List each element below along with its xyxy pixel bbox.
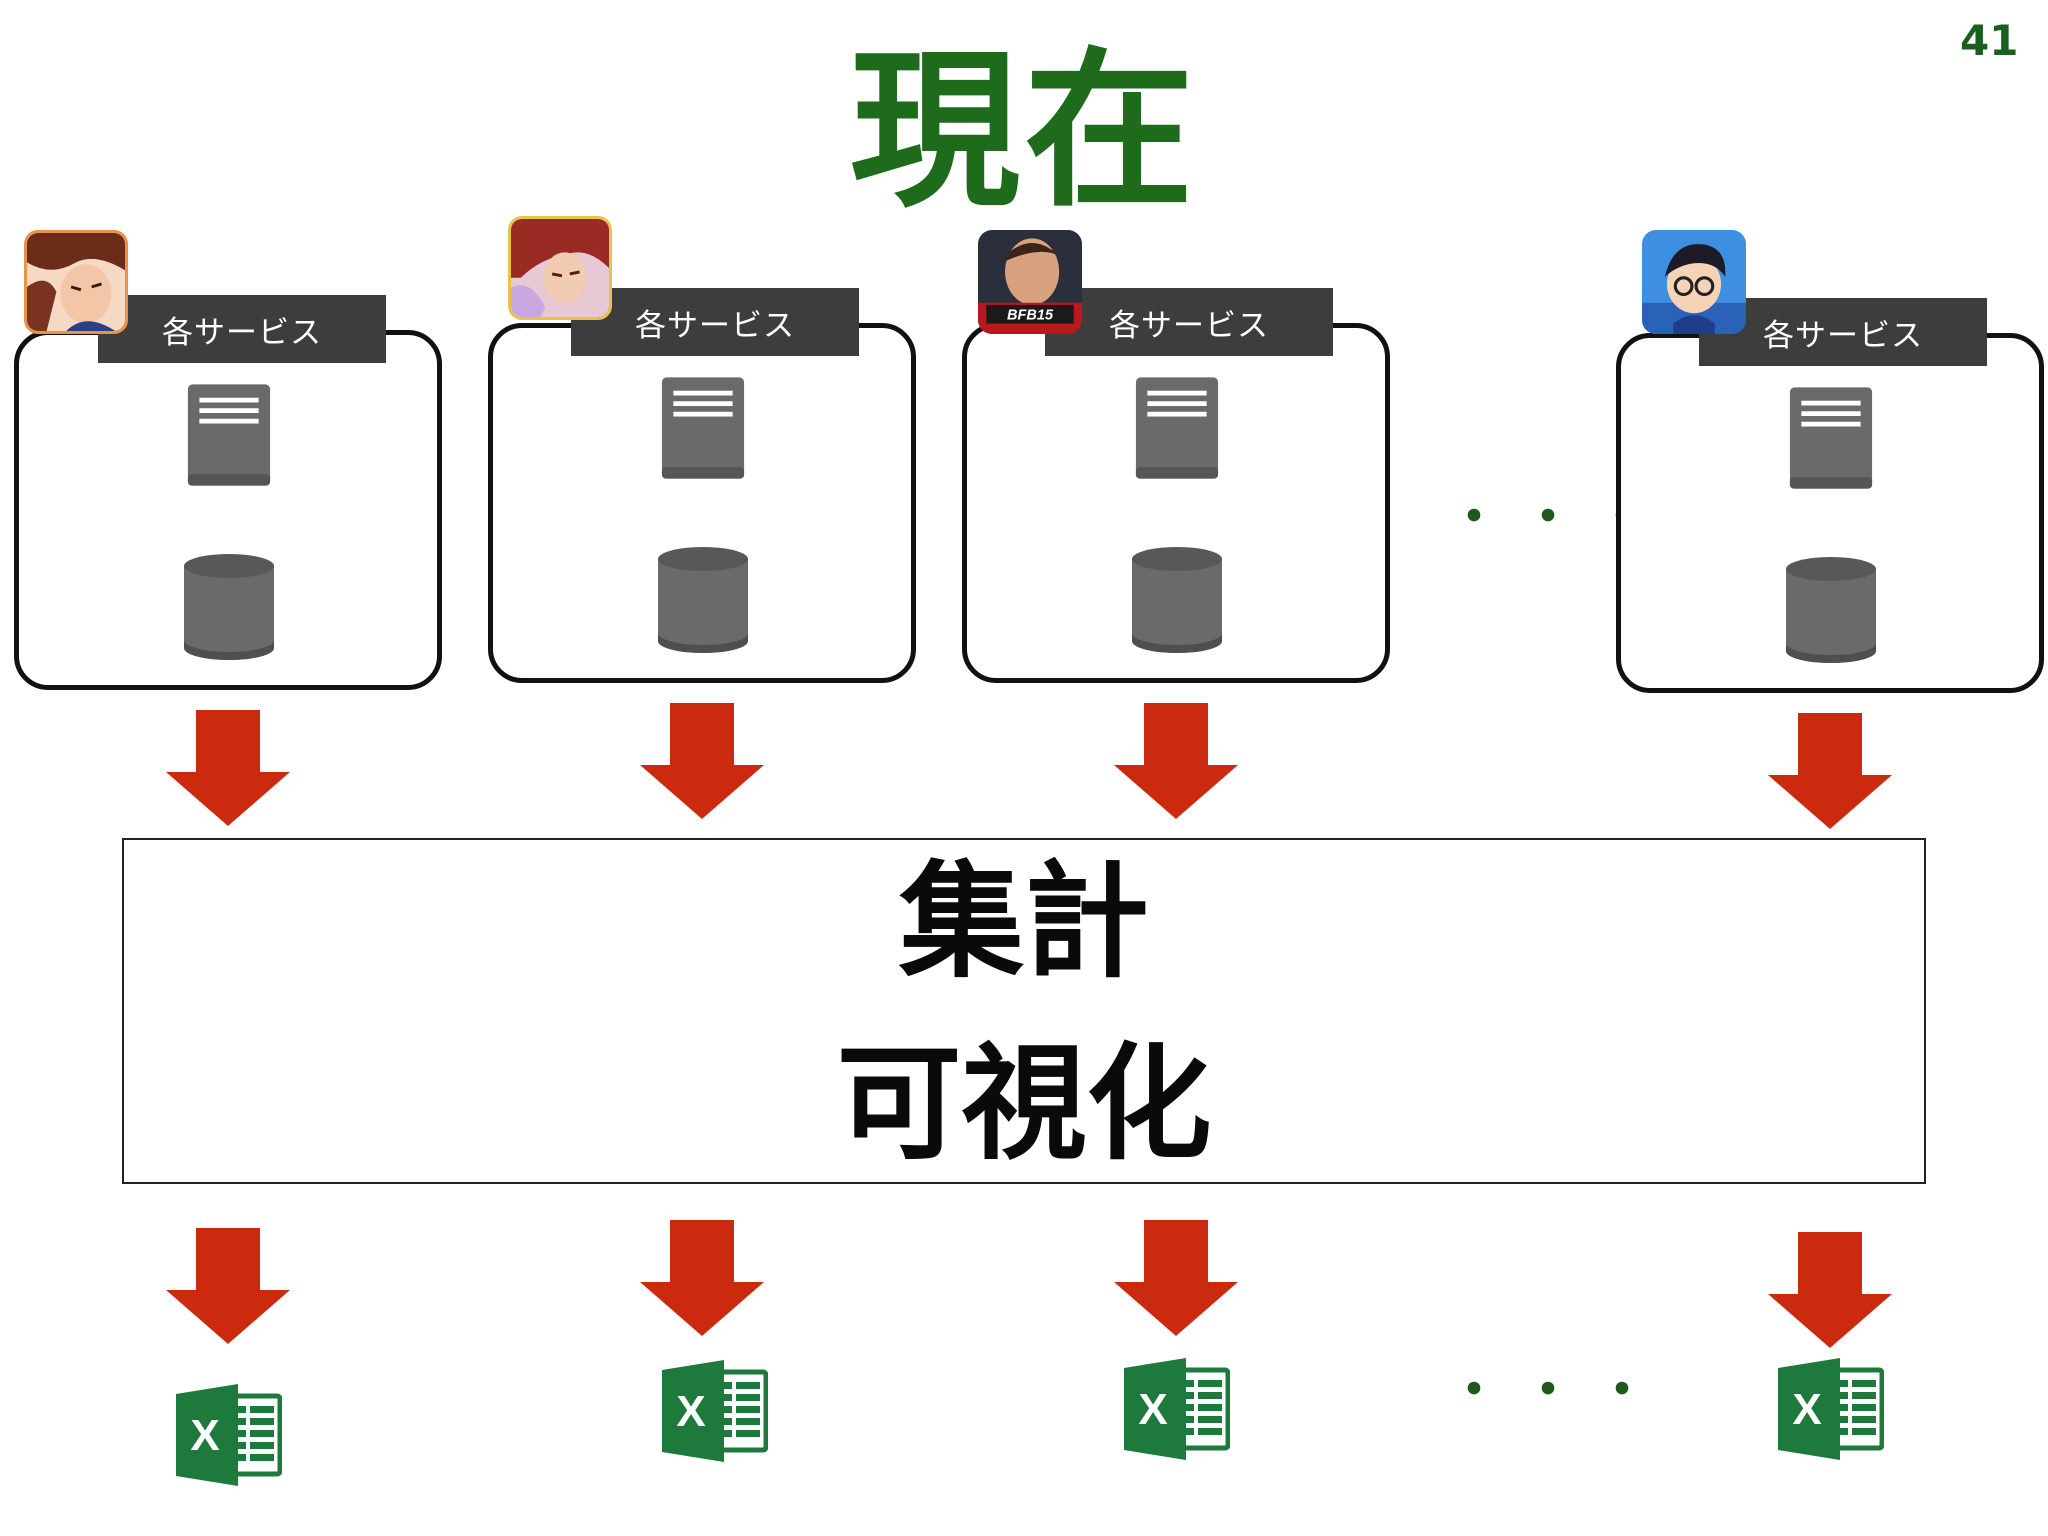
server-icon: [660, 375, 746, 481]
database-icon: [182, 552, 276, 662]
detective-character-icon: [1642, 230, 1746, 334]
database-icon: [1784, 555, 1878, 665]
slide-title: 現在: [849, 33, 1198, 231]
down-arrow-icon: [166, 1228, 290, 1344]
ellipsis: ・・・: [1448, 488, 1671, 548]
visualization-label: 可視化: [836, 1032, 1212, 1177]
down-arrow-icon: [166, 710, 290, 826]
excel-icon: [1778, 1358, 1884, 1460]
database-icon: [1130, 545, 1224, 655]
database-icon: [656, 545, 750, 655]
server-icon: [1134, 375, 1220, 481]
aggregation-box: [122, 838, 1926, 1184]
excel-icon: [1124, 1358, 1230, 1460]
down-arrow-icon: [1114, 703, 1238, 819]
down-arrow-icon: [1768, 1232, 1892, 1348]
excel-icon: [662, 1360, 768, 1462]
anime-character-icon: [508, 216, 612, 320]
anime-character-icon: [24, 230, 128, 334]
server-icon: [186, 382, 272, 488]
aggregation-label: 集計: [899, 850, 1149, 995]
service-label: 各サービス: [1045, 288, 1333, 356]
svg-text:BFB15: BFB15: [1007, 307, 1054, 323]
service-label: 各サービス: [98, 295, 386, 363]
service-label: 各サービス: [571, 288, 859, 356]
down-arrow-icon: [640, 703, 764, 819]
ellipsis: ・・・: [1448, 1361, 1671, 1421]
soccer-game-icon: BFB15: [978, 230, 1082, 334]
down-arrow-icon: [640, 1220, 764, 1336]
page-number: 41: [1960, 16, 2019, 65]
server-icon: [1788, 385, 1874, 491]
excel-icon: [176, 1384, 282, 1486]
service-label: 各サービス: [1699, 298, 1987, 366]
down-arrow-icon: [1768, 713, 1892, 829]
down-arrow-icon: [1114, 1220, 1238, 1336]
